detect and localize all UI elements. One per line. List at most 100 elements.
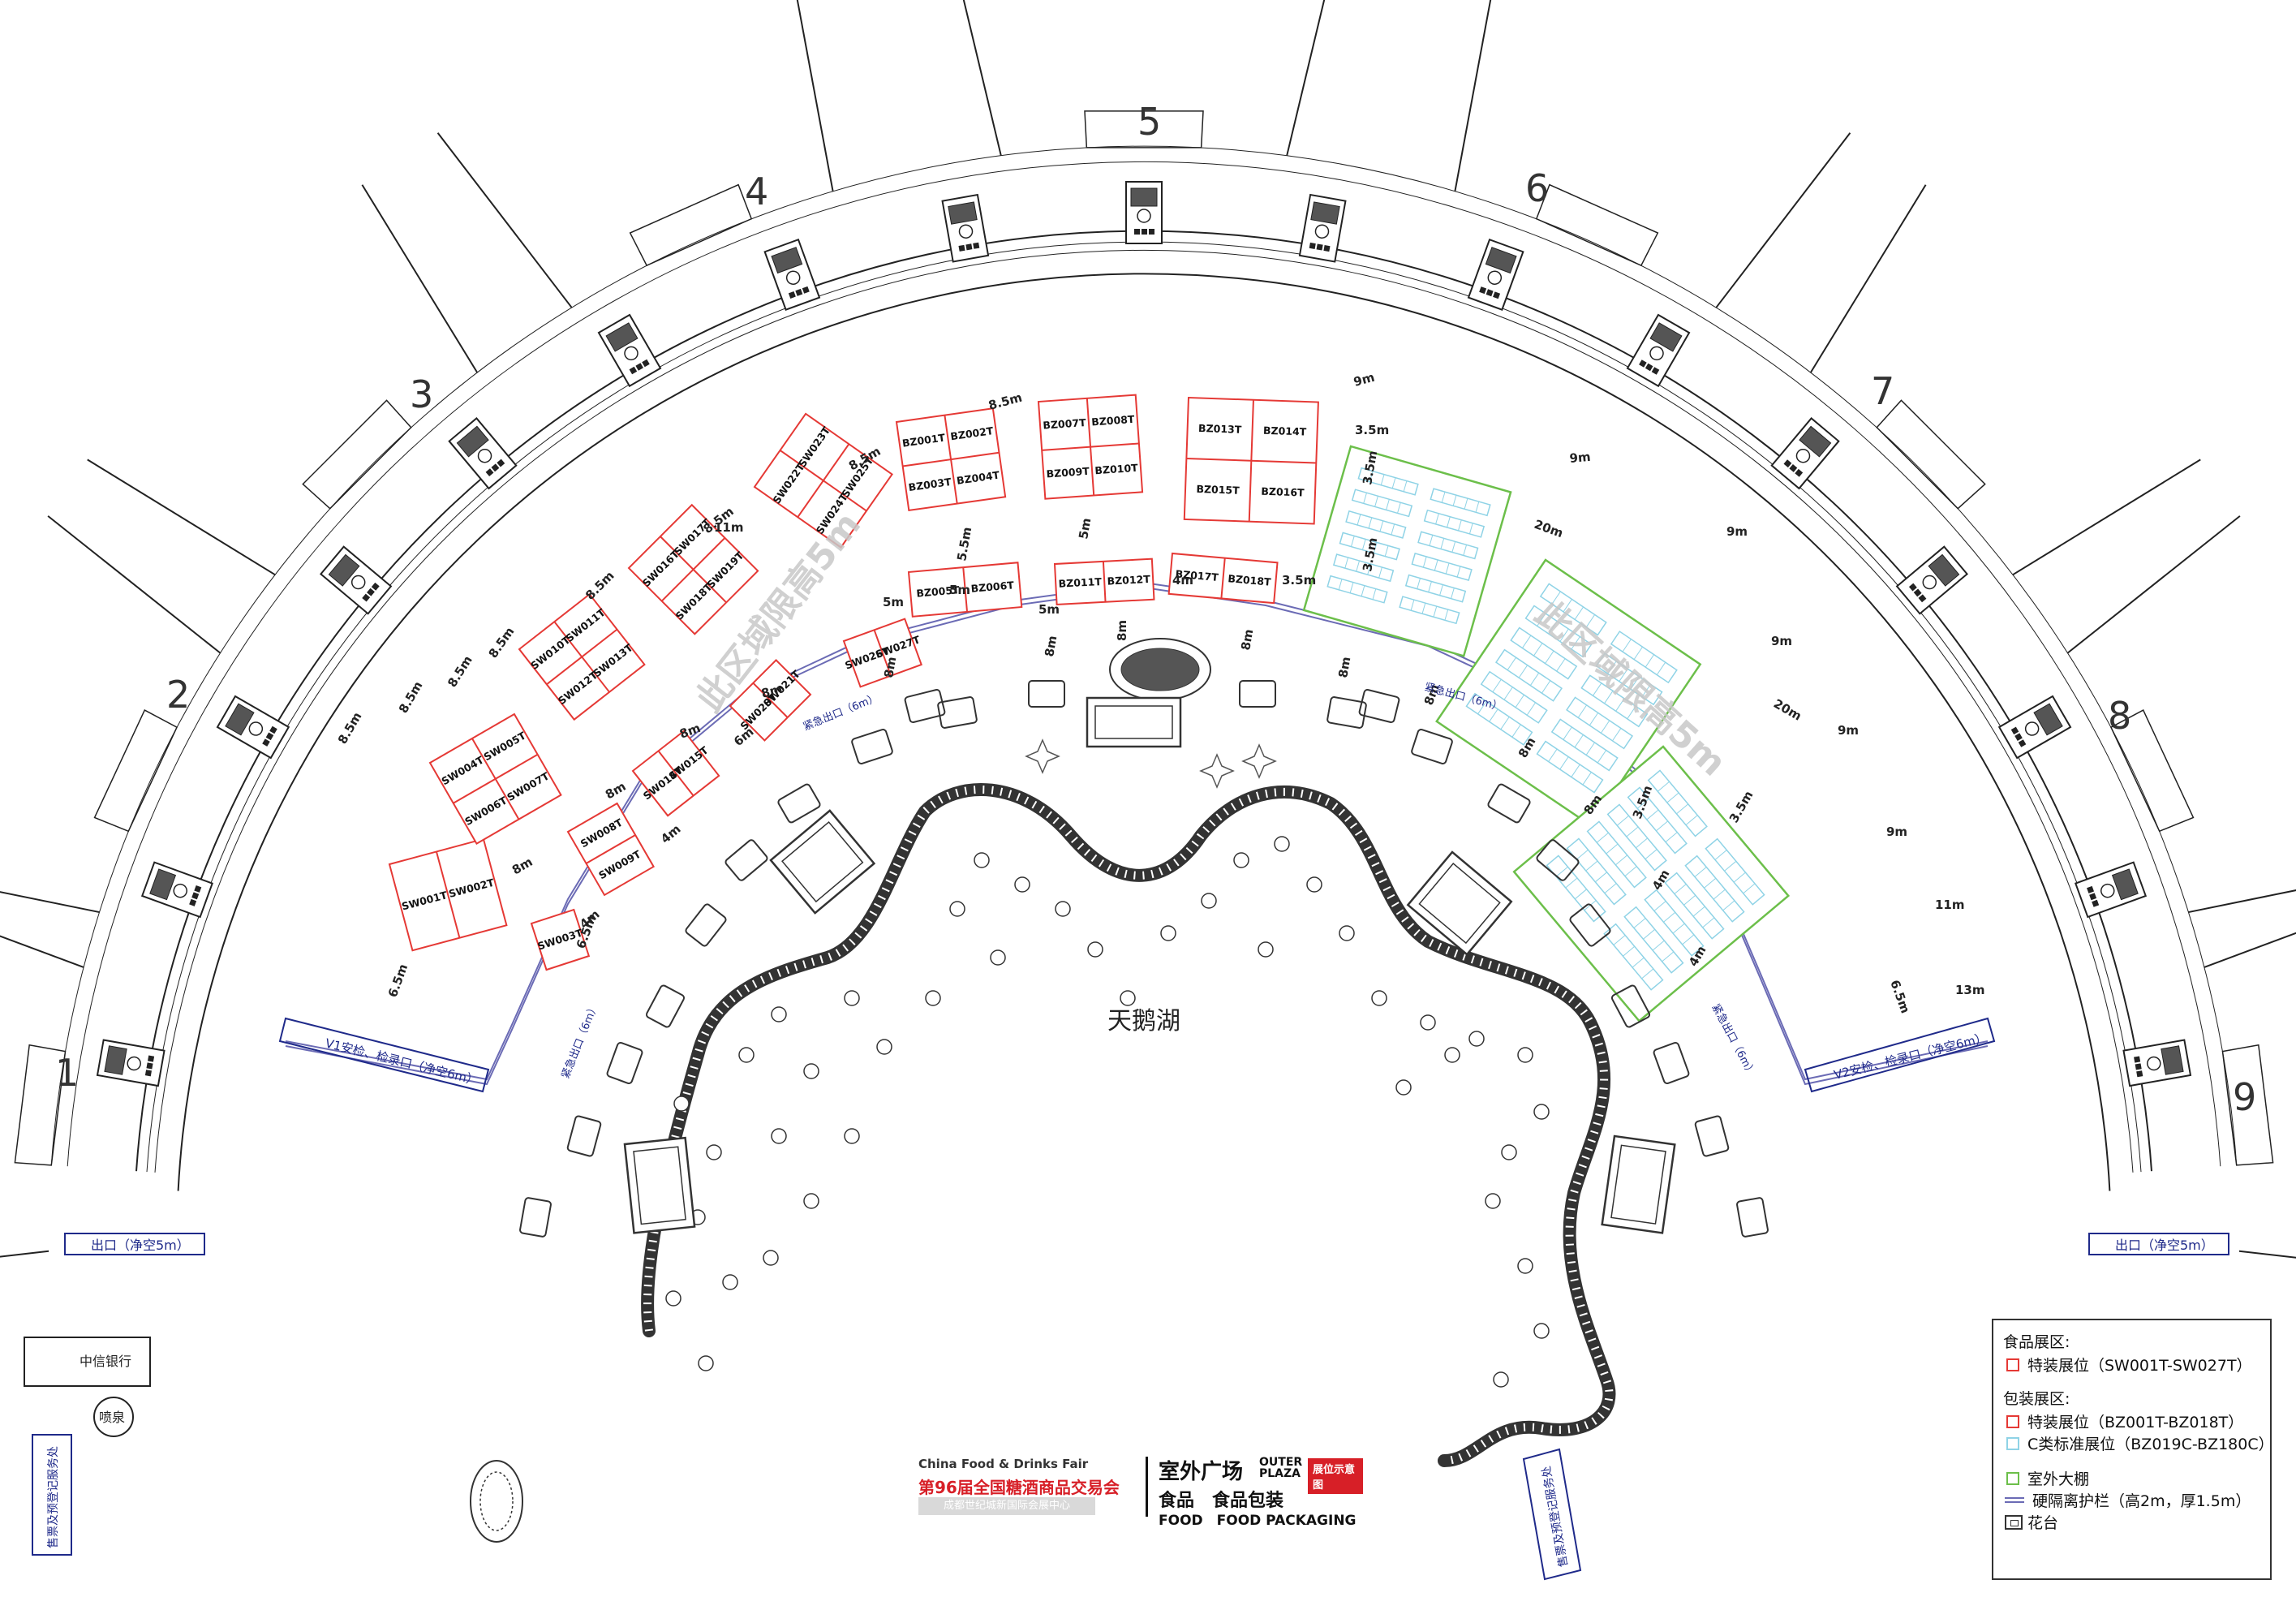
hall-gate [2109,709,2195,833]
hall-gate [93,709,178,833]
emergency-exit-1[interactable]: 紧急出口（6m） [802,692,880,734]
planter [1626,313,1691,388]
hall-wall [47,515,221,654]
fountain-poi[interactable]: 喷泉 [93,1397,134,1437]
booth-code[interactable]: BZ018T [1228,572,1272,588]
arc-wall [154,249,2134,1173]
booth-block: SW003T [530,908,591,971]
planter [597,313,662,388]
booth-code[interactable]: BZ016T [1261,485,1305,499]
star-decoration [1025,738,1060,774]
tree-circle [771,1006,787,1022]
hall-number-6[interactable]: 6 [1525,166,1549,210]
exhibition-halls [0,0,2296,1259]
booth-code[interactable]: BZ002T [949,424,994,442]
v2-entrance[interactable]: V2安检、检录口（净空6m） [1804,1017,1996,1093]
hall-wall [87,458,276,576]
hall-number-9[interactable]: 9 [2233,1075,2256,1119]
bench [1653,1041,1690,1085]
booth-code[interactable]: BZ008T [1091,413,1136,428]
booth-code[interactable]: BZ004T [956,468,1000,486]
booth-code[interactable]: BZ011T [1058,575,1102,590]
tree-circle [1444,1047,1460,1063]
plaza-title-en: OUTER PLAZA [1259,1456,1303,1480]
dimension-label: 9m [1726,524,1748,539]
booth-code[interactable]: BZ015T [1196,483,1240,497]
planter [941,193,990,263]
dimension-label: 6.5m [385,962,411,1000]
red-square-icon [2006,1358,2019,1371]
hall-wall [2066,515,2241,654]
booth-code[interactable]: BZ006T [970,579,1015,595]
hall-number-7[interactable]: 7 [1871,369,1894,413]
ticket-office-right[interactable]: 售票及预登记服务处 [1522,1448,1582,1581]
fair-branding: China Food & Drinks Fair 第96届全国糖酒商品交易会 成… [909,1449,1363,1530]
booth-code[interactable]: BZ014T [1263,424,1307,438]
dimension-label: 11m [1935,898,1965,912]
hall-number-3[interactable]: 3 [410,372,433,416]
tree-circle [1120,990,1136,1006]
tree-circle [1371,990,1387,1006]
bench [645,984,686,1028]
tree-circle [1485,1193,1501,1209]
red-square-icon [2006,1414,2019,1428]
legend-planter: 花台 [2003,1511,2260,1533]
bank-poi[interactable]: 中信银行 [24,1337,151,1387]
booth-code[interactable]: BZ010T [1094,462,1139,477]
emergency-exit-4[interactable]: 紧急出口（6m） [1709,1002,1757,1078]
dimension-label: 9m [1352,370,1376,390]
dimension-label: 13m [1955,983,1985,997]
booth-code[interactable]: BZ017T [1175,567,1219,583]
hall-wall [2238,1250,2296,1259]
fountain-ellipse-bottom [470,1460,523,1543]
dimension-label: 8m [1042,635,1060,658]
bench [1536,839,1580,881]
dimension-label: 5.5m [954,526,974,562]
pavilion [1086,696,1182,748]
pavilion [1406,850,1513,956]
booth-code[interactable]: BZ013T [1198,422,1242,436]
booth-code[interactable]: BZ005T [916,583,961,600]
dimension-label: 8.5m [396,678,426,716]
booth-block: BZ007T BZ008T BZ009T BZ010T [1037,394,1144,500]
booth-code[interactable]: BZ001T [901,431,946,449]
hall-number-8[interactable]: 8 [2108,694,2131,738]
dimension-label: 11m [714,520,744,535]
tree-circle [990,949,1006,966]
planter [1467,238,1524,311]
tree-circle [706,1144,722,1160]
tree-circle [1258,941,1274,958]
dimension-label: 5m [1076,517,1094,540]
booth-code[interactable]: BZ012T [1107,573,1150,588]
tree-circle [1274,836,1290,852]
booth-code[interactable]: BZ007T [1043,416,1087,432]
dimension-label: 5m [1038,602,1060,617]
hall-number-2[interactable]: 2 [166,673,190,717]
exit-left[interactable]: 出口（净空5m） [64,1233,205,1255]
tree-circle [738,1047,755,1063]
planter [1298,193,1347,263]
ticket-office-left[interactable]: 售票及预登记服务处 [32,1434,72,1556]
exit-right[interactable]: 出口（净空5m） [2088,1233,2229,1255]
tree-circle [876,1039,892,1055]
legend-pack-special: 特装展位（BZ001T-BZ018T） [2003,1410,2260,1432]
planter-icon [2005,1514,2023,1530]
v1-entrance[interactable]: V1安检、检录口（净空6m） [278,1017,490,1093]
dimension-label: 3.5m [1282,573,1316,588]
arc-wall [50,145,2238,1165]
tree-circle [1160,925,1176,941]
outdoor-tents [1302,445,1791,1022]
emergency-exit-3[interactable]: 紧急出口（6m） [560,1001,601,1080]
booth-code[interactable]: BZ009T [1046,465,1090,480]
hall-wall [2204,932,2296,968]
hall-number-1[interactable]: 1 [55,1051,79,1095]
bench [566,1115,602,1157]
dimension-label: 3.5m [1726,788,1756,825]
bench [1358,689,1400,723]
hall-number-5[interactable]: 5 [1137,100,1161,144]
hall-number-4[interactable]: 4 [745,170,768,213]
layout-badge: 展位示意图 [1308,1458,1363,1494]
booth-code[interactable]: BZ003T [908,476,952,493]
